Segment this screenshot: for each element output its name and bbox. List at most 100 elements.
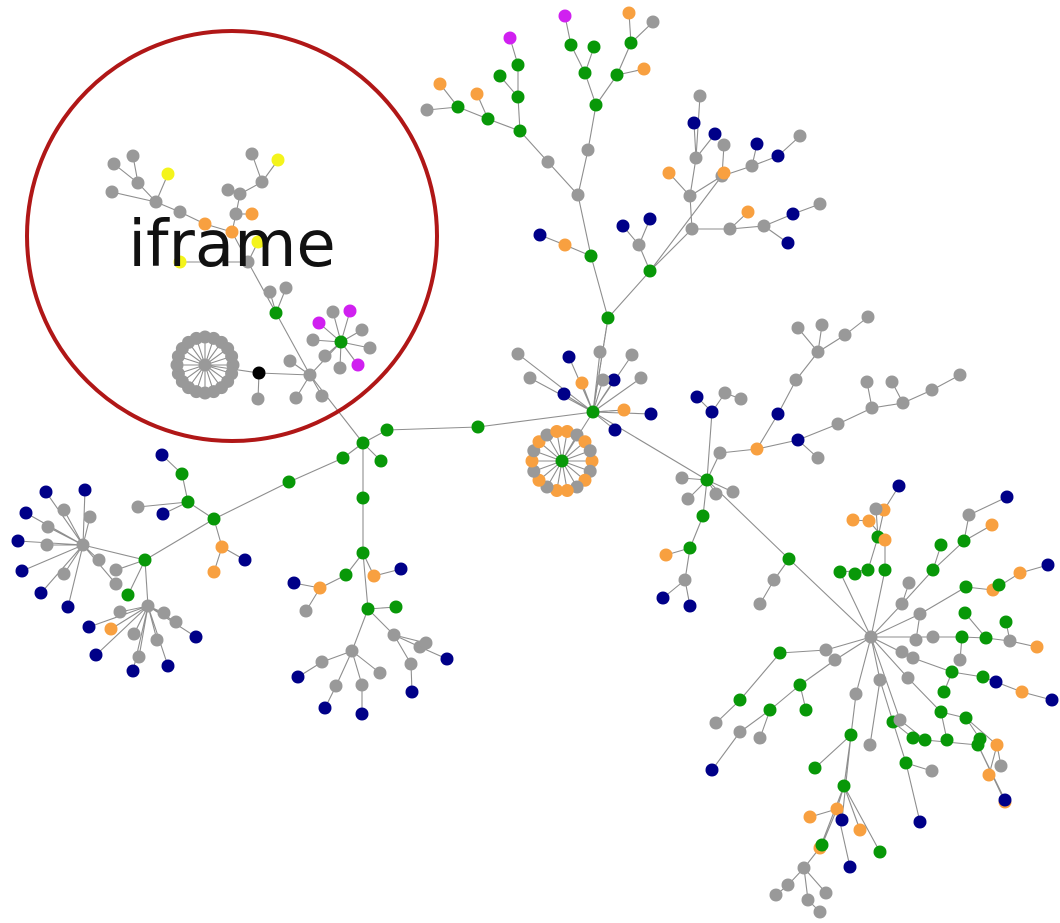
gray-node xyxy=(373,666,387,680)
green-node xyxy=(601,311,615,325)
gray-node xyxy=(675,471,689,485)
gray-node xyxy=(838,328,852,342)
navy-node xyxy=(78,483,92,497)
gray-node xyxy=(819,886,833,900)
gray-node xyxy=(811,451,825,465)
gray-node xyxy=(801,893,815,907)
navy-node xyxy=(291,670,305,684)
graph-edge xyxy=(67,544,84,608)
green-node xyxy=(940,733,954,747)
gray-node xyxy=(299,604,313,618)
navy-node xyxy=(19,506,33,520)
graph-edge xyxy=(590,255,609,319)
graph-edge xyxy=(814,734,852,769)
gray-node xyxy=(571,188,585,202)
gray-node xyxy=(789,373,803,387)
gray-node xyxy=(109,563,123,577)
gray-node xyxy=(693,89,707,103)
gray-node xyxy=(713,446,727,460)
yellow-node xyxy=(173,255,187,269)
graph-edge xyxy=(82,544,146,561)
green-node xyxy=(207,512,221,526)
graph-edge xyxy=(919,586,967,615)
graph-edge xyxy=(607,270,651,319)
gray-node xyxy=(527,464,541,478)
green-node xyxy=(564,38,578,52)
orange-node xyxy=(1015,685,1029,699)
green-node xyxy=(973,732,987,746)
gray-node xyxy=(233,187,247,201)
navy-node xyxy=(15,564,29,578)
gray-node xyxy=(926,630,940,644)
green-node xyxy=(979,631,993,645)
green-node xyxy=(683,541,697,555)
green-node xyxy=(945,665,959,679)
orange-node xyxy=(207,565,221,579)
graph-edge xyxy=(756,413,779,450)
navy-node xyxy=(156,507,170,521)
orange-node xyxy=(982,768,996,782)
green-node xyxy=(361,602,375,616)
graph-edge xyxy=(592,411,708,481)
orange-node xyxy=(104,622,118,636)
graph-edge xyxy=(362,552,369,610)
green-node xyxy=(374,454,388,468)
navy-node xyxy=(791,433,805,447)
gray-node xyxy=(345,644,359,658)
green-node xyxy=(555,454,569,468)
graph-edge xyxy=(275,312,311,376)
gray-node xyxy=(994,759,1008,773)
gray-node xyxy=(303,368,317,382)
orange-node xyxy=(862,514,876,528)
graph-edge xyxy=(907,677,942,713)
green-node xyxy=(121,588,135,602)
gray-node xyxy=(906,651,920,665)
orange-node xyxy=(433,77,447,91)
gray-node xyxy=(709,487,723,501)
navy-node xyxy=(835,813,849,827)
gray-node xyxy=(864,630,878,644)
graph-edge xyxy=(21,544,84,572)
navy-node xyxy=(608,423,622,437)
graph-edge xyxy=(288,457,344,483)
gray-node xyxy=(92,553,106,567)
callout-circle xyxy=(25,29,439,443)
green-node xyxy=(937,685,951,699)
green-node xyxy=(610,68,624,82)
graph-edge xyxy=(592,317,609,413)
orange-node xyxy=(1030,640,1044,654)
gray-node xyxy=(734,392,748,406)
green-node xyxy=(926,563,940,577)
navy-node xyxy=(913,815,927,829)
orange-node xyxy=(558,238,572,252)
gray-node xyxy=(625,348,639,362)
green-node xyxy=(643,264,657,278)
navy-node xyxy=(11,534,25,548)
graph-edge xyxy=(144,518,215,561)
magenta-node xyxy=(503,31,517,45)
green-node xyxy=(833,565,847,579)
navy-node xyxy=(562,350,576,364)
green-node xyxy=(934,705,948,719)
orange-node xyxy=(717,166,731,180)
graph-edge xyxy=(788,558,872,638)
orange-node xyxy=(550,424,564,438)
graph-edge xyxy=(247,261,277,314)
gray-node xyxy=(131,176,145,190)
green-node xyxy=(844,728,858,742)
gray-node xyxy=(726,485,740,499)
navy-node xyxy=(1041,558,1055,572)
gray-node xyxy=(793,129,807,143)
graph-edge xyxy=(825,636,872,651)
orange-node xyxy=(470,87,484,101)
graph-edge xyxy=(592,377,642,413)
graph-edge xyxy=(110,605,149,630)
gray-node xyxy=(634,371,648,385)
graph-edge xyxy=(901,569,934,605)
orange-node xyxy=(846,513,860,527)
gray-node xyxy=(1003,634,1017,648)
graph-edge xyxy=(870,613,921,638)
gray-node xyxy=(678,573,692,587)
green-node xyxy=(848,567,862,581)
navy-node xyxy=(643,212,657,226)
